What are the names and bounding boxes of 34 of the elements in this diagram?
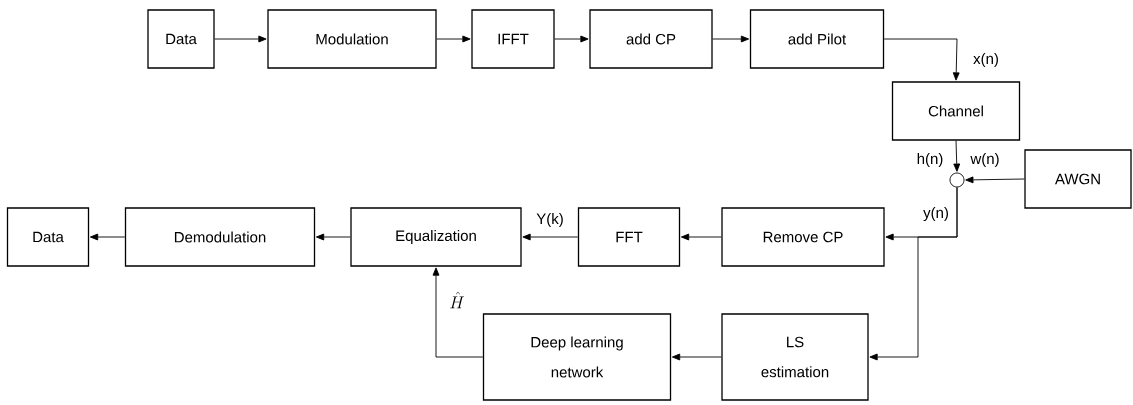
arrow [869,187,958,361]
arrow [436,35,471,43]
process-box: AWGN [1024,149,1132,209]
process-box: Remove CP [721,207,885,267]
arrow [883,38,960,81]
arrow [680,233,722,241]
process-box: Channel [891,81,1021,141]
process-box: LS estimation [721,313,869,401]
process-box: Modulation [267,9,437,69]
process-box: add CP [589,9,713,69]
process-box: IFFT [471,9,555,69]
arrow [315,233,351,241]
arrow [671,353,722,361]
edge-label: h(n) [915,152,945,168]
edge-label: x(n) [972,52,1000,68]
arrow [432,267,484,358]
arrow [712,35,750,43]
edge-label: Y(k) [535,212,565,228]
edge-label: w(n) [969,152,1001,168]
process-box: Equalization [350,207,522,267]
arrow [214,35,267,43]
arrow [554,35,589,43]
edge-label: y(n) [922,206,950,222]
process-box: Data [147,9,215,69]
process-box: add Pilot [749,9,885,69]
arrow [953,140,961,172]
process-box: Deep learning network [482,313,672,401]
process-box: Data [6,207,90,267]
arrow [522,233,579,241]
process-box: Demodulation [124,207,316,267]
summing-junction [949,172,965,188]
arrow [89,233,126,241]
arrow [965,176,1025,184]
process-box: FFT [577,207,681,267]
